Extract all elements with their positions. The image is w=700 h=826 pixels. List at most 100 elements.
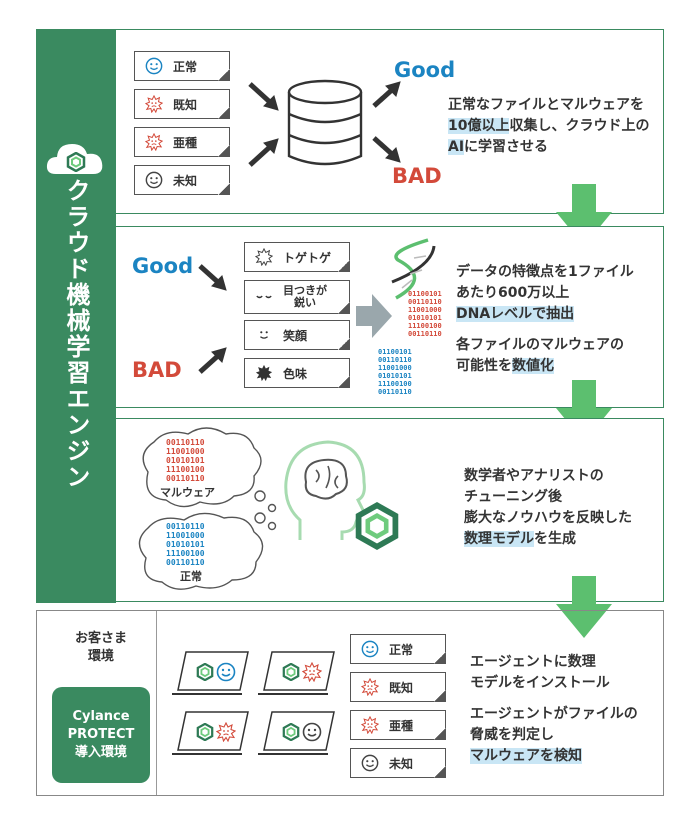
binary-line: 11100100 [166, 465, 205, 474]
tag-sharp-eyes: 目つきが鋭い [244, 280, 350, 314]
text-line: 各ファイルのマルウェアの [456, 337, 624, 353]
tag-label: 正常 [389, 642, 414, 657]
laptop-icon [258, 651, 335, 695]
laptop-icon [172, 651, 249, 695]
tag-label: 既知 [173, 97, 198, 112]
divider [156, 611, 157, 795]
tag-label: 鋭い [294, 296, 316, 309]
binary-line: 00110110 [378, 388, 412, 396]
tag-normal: 正常 [134, 51, 230, 81]
binary-line: 01010101 [378, 372, 412, 380]
tag-variant: 亜種 [134, 127, 230, 157]
spiky-malware-icon [145, 95, 163, 113]
thought-bubbles [138, 427, 277, 590]
cloud-logo-icon [46, 144, 103, 174]
binary-line: 00110110 [408, 330, 442, 338]
binary-line: 00110110 [166, 438, 205, 447]
tag-smile: 笑顔 [244, 320, 350, 350]
tag-unknown: 未知 [134, 165, 230, 195]
tag-label: 亜種 [173, 135, 198, 150]
spiky-malware-icon [145, 133, 163, 151]
text-line: 可能性を [456, 358, 512, 374]
binary-line: 01010101 [166, 456, 205, 465]
text-line: 正常なファイルとマルウェアを [448, 97, 644, 113]
tag-label: トゲトゲ [283, 250, 332, 265]
highlight-text: マルウェアを検知 [470, 748, 582, 764]
dna-icon [391, 238, 436, 300]
text-line: に学習させる [464, 139, 549, 155]
text-line: PROTECT [67, 727, 135, 742]
bad-label: BAD [132, 358, 182, 382]
highlight-text: 数理モデル [464, 531, 534, 547]
spiky-malware-icon [361, 716, 379, 734]
binary-line: 11001000 [166, 447, 205, 456]
tag-variant: 亜種 [350, 710, 446, 740]
good-label: Good [394, 58, 456, 82]
text-line: 導入環境 [74, 745, 127, 760]
panel1-text: 正常なファイルとマルウェアを 10億以上収集し、クラウド上の AIに学習させる [448, 95, 658, 158]
tag-label: 未知 [389, 756, 414, 771]
binary-line: 00110110 [166, 474, 205, 483]
tag-unknown: 未知 [350, 748, 446, 778]
text-line: 環境 [87, 649, 114, 664]
tag-color: 色味 [244, 358, 350, 388]
tag-label: 色味 [283, 366, 308, 381]
spiky-icon [255, 248, 273, 266]
customer-environment-box [36, 610, 664, 796]
sharp-eyes-icon [255, 288, 273, 306]
cylance-logo-icon [354, 500, 400, 552]
binary-line: 11100100 [378, 380, 412, 388]
engine-title: クラウド機械学習エンジン [62, 178, 90, 490]
binary-line: 11001000 [378, 364, 412, 372]
smile-face-icon [145, 57, 163, 75]
binary-line: 00110110 [378, 356, 412, 364]
text-line: 収集し、クラウド上の [509, 118, 650, 134]
text-line: Cylance [72, 709, 130, 724]
text-line: 膨大なノウハウを反映した [464, 510, 632, 526]
smile-face-icon [145, 171, 163, 189]
binary-line: 11100100 [408, 322, 442, 330]
binary-line: 11001000 [408, 306, 442, 314]
text-line: エージェントがファイルの [470, 706, 638, 722]
gray-right-arrow-icon [356, 294, 392, 338]
database-icon [287, 79, 363, 166]
laptop-icon [172, 711, 249, 755]
feature-arrows [198, 264, 227, 374]
panel2-text: データの特徴点を1ファイル あたり600万以上 DNAレベルで抽出 各ファイルの… [456, 262, 660, 377]
tag-known: 既知 [350, 672, 446, 702]
down-arrow-icon [556, 380, 612, 442]
laptop-icon [258, 711, 335, 755]
highlight-text: 数値化 [512, 358, 554, 374]
highlight-text: DNAレベルで抽出 [456, 306, 575, 322]
text-line: 数学者やアナリストの [464, 468, 604, 484]
binary-line: 11001000 [166, 531, 205, 540]
spiky-filled-icon [255, 364, 273, 382]
binary-line: 11100100 [166, 549, 205, 558]
text-line: を生成 [534, 531, 576, 547]
bad-label: BAD [392, 164, 442, 188]
panel3-text: 数学者やアナリストの チューニング後 膨大なノウハウを反映した 数理モデルを生成 [464, 466, 660, 550]
panel4-text: エージェントに数理 モデルをインストール エージェントがファイルの 脅威を判定し… [470, 652, 660, 767]
text-line: あたり600万以上 [456, 285, 570, 301]
text-line: お客さま [74, 631, 127, 646]
spiky-malware-icon [361, 678, 379, 696]
tag-label: 亜種 [389, 718, 414, 733]
tag-label: 正常 [173, 59, 198, 74]
smile-face-icon [255, 326, 273, 344]
collection-arrows [248, 81, 401, 167]
thought-malware-label: マルウェア [160, 486, 215, 499]
binary-line: 00110110 [408, 298, 442, 306]
thought-normal-label: 正常 [180, 570, 202, 583]
customer-env-label: お客さま 環境 [54, 630, 148, 666]
highlight-text: 10億以上 [448, 118, 510, 134]
text-line: エージェントに数理 [470, 654, 596, 670]
tag-normal: 正常 [350, 634, 446, 664]
tag-spiky: トゲトゲ [244, 242, 350, 272]
text-line: チューニング後 [464, 489, 562, 505]
binary-line: 01010101 [166, 540, 205, 549]
text-line: データの特徴点を1ファイル [456, 264, 634, 280]
binary-line: 00110110 [166, 558, 205, 567]
